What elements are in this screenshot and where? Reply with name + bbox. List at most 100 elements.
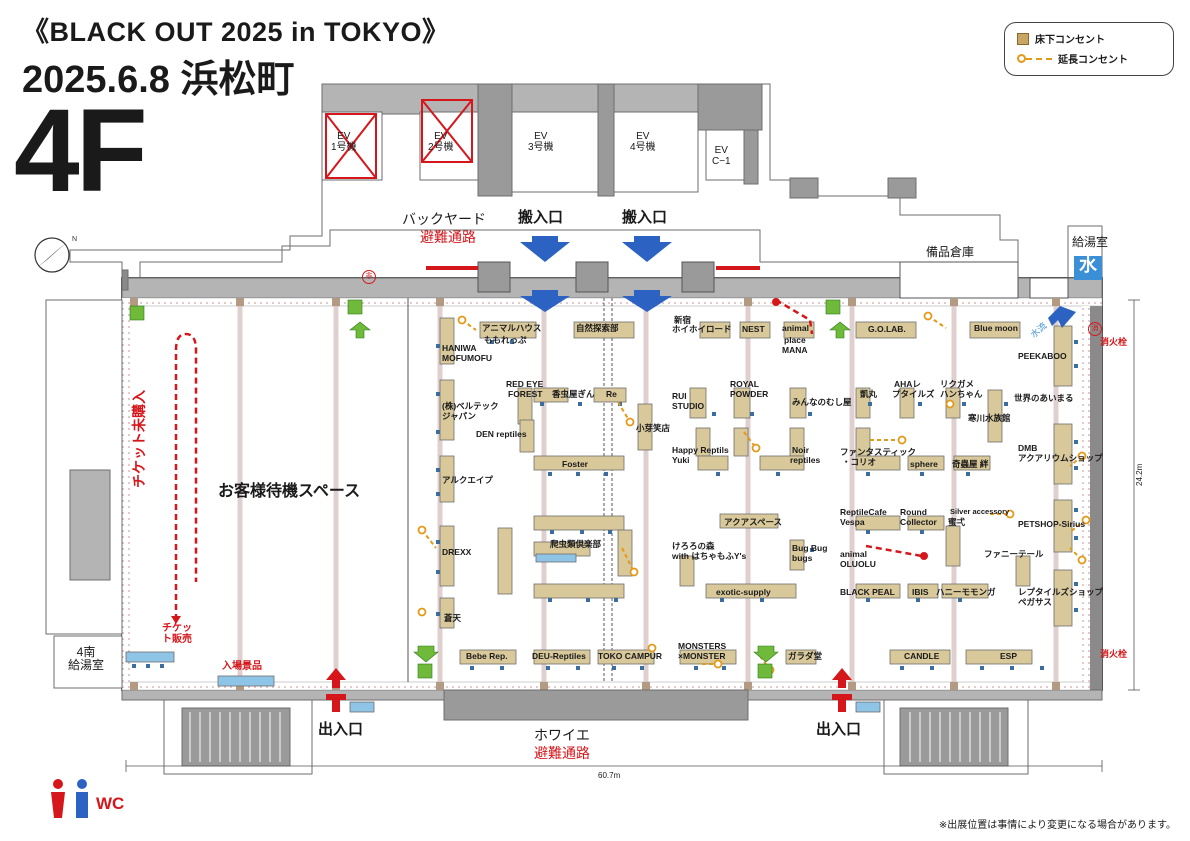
- booth-label: Happy Reptils: [672, 445, 729, 455]
- booth-label: AHAレ: [894, 379, 921, 389]
- water-icon: 水: [1074, 256, 1102, 280]
- booth-label: 小芽笑店: [636, 423, 671, 433]
- booth-label: G.O.LAB.: [868, 324, 906, 334]
- booth-label: with はちゃもふY's: [672, 551, 747, 561]
- closed-elevators: [325, 99, 473, 179]
- booth-label: PETSHOP-Sirius: [1018, 519, 1086, 529]
- booth-label: ROYAL: [730, 379, 759, 389]
- booth-label: アルクエイプ: [442, 475, 493, 485]
- event-title: 《BLACK OUT 2025 in TOKYO》: [22, 17, 450, 47]
- booth-label: Foster: [562, 459, 588, 469]
- exit-right-label: 出入口: [816, 721, 862, 738]
- dividers: [407, 298, 613, 682]
- chairs: [132, 340, 1078, 670]
- booth-label: アクアスペース: [724, 517, 783, 527]
- booth-label: 凱丸: [860, 389, 878, 399]
- booth-label: ファニーテール: [984, 549, 1044, 559]
- extension-cord-icon: [1017, 54, 1052, 63]
- kitchen-4s-label: 4南給湯室: [68, 645, 105, 672]
- booth-label: DMB: [1018, 443, 1038, 453]
- evac-route-bottom-label: 避難通路: [534, 745, 590, 761]
- height-dimension: 24.2m: [1135, 463, 1144, 486]
- booth-label: ペガサス: [1018, 597, 1052, 607]
- wc-icon: [51, 779, 88, 818]
- booth-label: sphere: [910, 459, 938, 469]
- booth-label: Yuki: [672, 455, 690, 465]
- booth-label: アニマルハウス: [482, 323, 542, 333]
- exit-left-label: 出入口: [318, 721, 364, 738]
- booth-label: HANIWA: [442, 343, 477, 353]
- entry-gifts-label: 入場景品: [222, 661, 262, 672]
- booth-label: ハニーモモンガ: [936, 587, 996, 597]
- queue-arrow-tip-icon: [171, 298, 928, 624]
- legend-floor-outlet: 床下コンセント: [1017, 31, 1105, 46]
- booth-label: DEN reptiles: [476, 429, 527, 439]
- footer-note: ※出展位置は事情により変更になる場合があります。: [938, 820, 1176, 831]
- fire-hydrant-label-2: 消火栓: [1100, 649, 1128, 659]
- entrance-arrows: [326, 668, 852, 712]
- booth-label: 爬虫類倶楽部: [550, 539, 602, 549]
- booth-label: 蒼天: [444, 613, 462, 623]
- booth-label: リクガメ: [940, 379, 975, 389]
- booth-label: MONSTERS: [678, 641, 727, 651]
- booth-label: Bebe Rep.: [466, 651, 508, 661]
- wc-label: WC: [96, 794, 125, 813]
- booth-label: IBIS: [912, 587, 929, 597]
- booth-label: exotic-supply: [716, 587, 771, 597]
- columns: [130, 298, 1060, 690]
- emergency-exit-icons: [129, 299, 851, 679]
- booth-label: 世界のあいまる: [1014, 393, 1074, 403]
- queue-route: [174, 298, 923, 620]
- booth-tables: [125, 317, 1073, 713]
- booth-label: animal: [782, 323, 809, 333]
- compass-icon: N: [34, 236, 77, 273]
- booth-label: 香虫屋ぎん: [552, 389, 595, 399]
- booth-label: ももれっぷ: [484, 335, 527, 345]
- waiting-space-label: お客様待機スペース: [218, 483, 361, 500]
- backyard-label: バックヤード: [402, 211, 486, 227]
- booth-label: DREXX: [442, 547, 472, 557]
- booth-label: ReptileCafe: [840, 507, 887, 517]
- booth-label: Bug Bug: [792, 543, 828, 553]
- booth-label: NEST: [742, 324, 765, 334]
- booth-label: Round: [900, 507, 927, 517]
- svg-text:N: N: [72, 236, 77, 243]
- upper-structure: [69, 83, 1103, 281]
- emergency-door-label: 非: [362, 270, 376, 284]
- booth-label: 寒川水族館: [968, 413, 1011, 423]
- booth-label: OLUOLU: [840, 559, 876, 569]
- legend: 床下コンセント 延長コンセント: [1004, 22, 1174, 76]
- booth-label: けろろの森: [672, 541, 715, 551]
- booth-label: 新宿: [674, 315, 692, 325]
- foyer-label: ホワイエ: [534, 727, 590, 743]
- booth-label: bugs: [792, 553, 813, 563]
- booth-label: MANA: [782, 345, 808, 355]
- booth-label: Silver accessory: [950, 507, 1010, 516]
- booth-label: STUDIO: [672, 401, 705, 411]
- event-date-place: 2025.6.8 浜松町: [22, 59, 295, 101]
- ticket-unpurchased-label: チケット未購入: [131, 390, 147, 488]
- booth-label: MOFUMOFU: [442, 353, 493, 363]
- booth-label: place: [784, 335, 806, 345]
- booth-label: CANDLE: [904, 651, 940, 661]
- booth-label: Blue moon: [974, 323, 1018, 333]
- booth-label: POWDER: [730, 389, 769, 399]
- carry-in-arrows: [520, 236, 1076, 328]
- booth-label: ジャパン: [442, 411, 477, 421]
- extinguisher-label: 消: [1088, 322, 1102, 336]
- booth-label: アクアリウムショップ: [1018, 453, 1103, 463]
- booth-label: RUI: [672, 391, 687, 401]
- legend-extension-outlet: 延長コンセント: [1017, 51, 1128, 66]
- floor-outlet-icon: [1017, 32, 1029, 45]
- booth-label: みんなのむし屋: [792, 397, 852, 407]
- left-wall-structure: [45, 269, 129, 689]
- booth-label: ×MONSTER: [678, 651, 726, 661]
- ticket-sales-label: チケット販売: [162, 623, 192, 645]
- booth-label: DEU-Reptiles: [532, 651, 586, 661]
- booth-label: ハンちゃん: [940, 389, 983, 399]
- booth-label: ホイホイロード: [672, 324, 732, 334]
